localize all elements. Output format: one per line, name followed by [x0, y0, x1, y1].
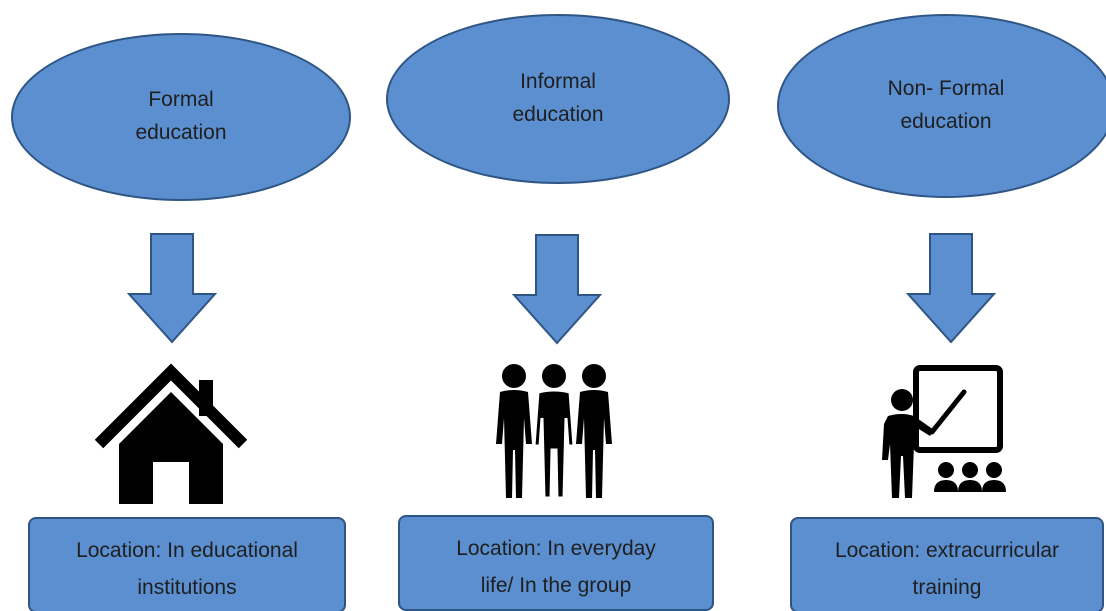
down-arrow-icon [906, 233, 996, 344]
non-formal-location-line1: Location: extracurricular [834, 539, 1060, 562]
house-icon [95, 363, 247, 504]
non-formal-location-line2: training [912, 575, 982, 599]
non-formal-education-location-box: Location: extracurricular training [790, 517, 1104, 611]
informal-location-line2: life/ In the group [480, 573, 632, 597]
non-formal-education-title-line2: education [900, 110, 992, 133]
informal-education-ellipse: Informal education [386, 14, 730, 184]
informal-education-title-line2: education [512, 103, 604, 126]
formal-education-title-line1: Formal [148, 88, 214, 112]
formal-location-line1: Location: In educational [76, 539, 298, 562]
informal-location-line1: Location: In everyday [456, 537, 656, 560]
down-arrow-icon [512, 234, 602, 345]
group-of-people-icon [496, 364, 612, 500]
non-formal-education-title-line1: Non- Formal [887, 77, 1005, 101]
informal-education-title-line1: Informal [520, 70, 596, 94]
teacher-presentation-icon [882, 365, 1006, 498]
formal-education-location-box: Location: In educational institutions [28, 517, 346, 611]
non-formal-education-ellipse: Non- Formal education [777, 14, 1106, 198]
formal-education-title-line2: education [135, 121, 227, 144]
formal-location-line2: institutions [137, 575, 237, 599]
formal-education-ellipse: Formal education [11, 33, 351, 201]
down-arrow-icon [127, 233, 217, 344]
informal-education-location-box: Location: In everyday life/ In the group [398, 515, 714, 611]
